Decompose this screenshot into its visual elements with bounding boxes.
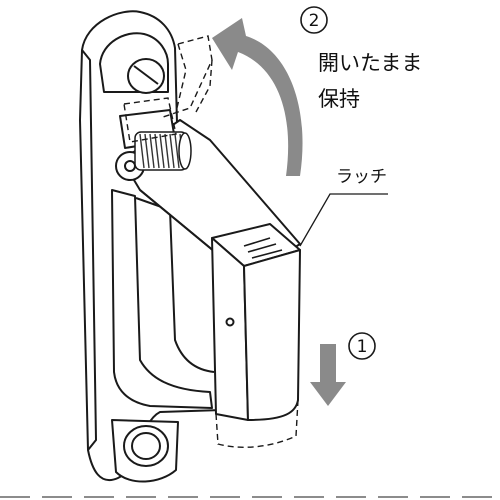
step-1-number: 1 (357, 337, 368, 357)
rotate-arrow (212, 18, 303, 176)
pushed-latch-ghost (215, 399, 299, 448)
push-down-arrow (310, 344, 346, 406)
latch-label: ラッチ (336, 167, 387, 187)
step-2-number: 2 (309, 11, 320, 31)
step-2-text-line1: 開いたまま (318, 51, 422, 75)
step-2-marker: 2 (300, 6, 328, 34)
open-position-ghost (123, 35, 213, 143)
latch-block (211, 223, 301, 421)
step-1-marker: 1 (348, 332, 376, 360)
step-2-text-line2: 保持 (318, 87, 360, 111)
latch-leader-line (299, 193, 388, 247)
spring-coil (134, 131, 192, 171)
